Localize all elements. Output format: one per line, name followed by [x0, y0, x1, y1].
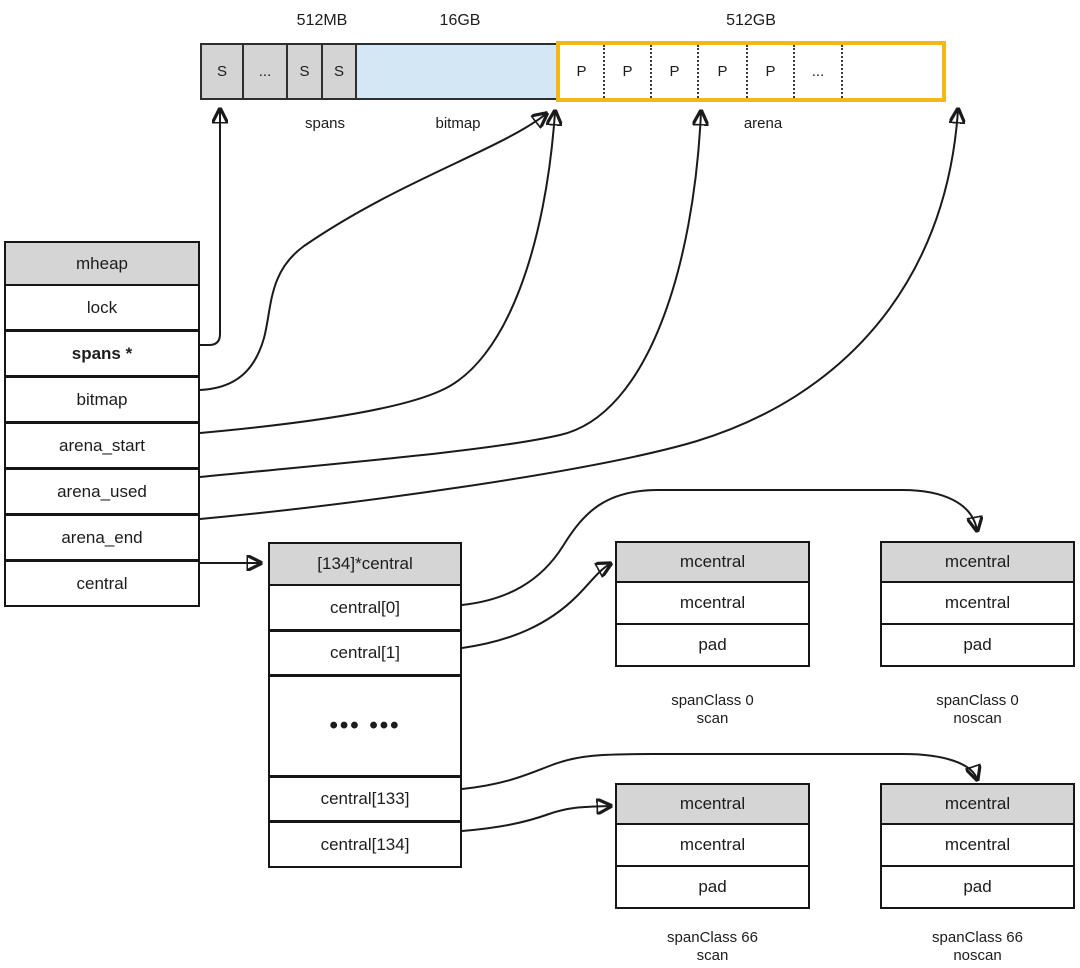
mcentral-row: mcentral: [882, 581, 1073, 623]
caption-line2: scan: [696, 947, 729, 964]
central-row-134: central[134]: [270, 820, 460, 866]
arena-page-cell: P: [699, 45, 748, 98]
pad-row: pad: [882, 623, 1073, 665]
span-cell: S: [202, 45, 244, 98]
caption-line2: noscan: [953, 947, 1002, 964]
mheap-row-bitmap: bitmap: [6, 375, 198, 421]
arrow-arena-start: [199, 112, 555, 434]
arrow-central134: [461, 806, 610, 832]
caption-line1: spanClass 0: [936, 692, 1019, 709]
arena-page-cell: P: [560, 45, 605, 98]
central-row-0: central[0]: [270, 584, 460, 629]
mcentral-row: mcentral: [882, 823, 1073, 865]
spans-section: S ... S S: [200, 43, 357, 100]
mheap-table: mheap lock spans * bitmap arena_start ar…: [4, 241, 200, 607]
central-array-header: [134]*central: [270, 544, 460, 584]
arena-page-cell: P: [652, 45, 699, 98]
arrow-arena-end: [199, 110, 958, 520]
caption-spanclass66-scan: spanClass 66 scan: [615, 929, 810, 965]
span-cell: S: [333, 63, 344, 80]
bitmap-section: [355, 43, 558, 100]
caption-line2: scan: [696, 710, 729, 727]
caption-spanclass66-noscan: spanClass 66 noscan: [880, 929, 1075, 965]
pad-row: pad: [882, 865, 1073, 907]
mheap-row-lock: lock: [6, 284, 198, 329]
mcentral-row: mcentral: [617, 823, 808, 865]
central-row-133: central[133]: [270, 775, 460, 820]
span-cell-ellipsis: ...: [244, 45, 288, 98]
mcentral-header: mcentral: [617, 785, 808, 823]
mcentral-header: mcentral: [882, 785, 1073, 823]
spans-section-label: spans: [304, 115, 346, 132]
mcentral-header: mcentral: [882, 543, 1073, 581]
spans-size-label: 512MB: [296, 12, 348, 29]
central-row-ellipsis: ••• •••: [270, 674, 460, 775]
mcentral-table-spanclass66-scan: mcentral mcentral pad: [615, 783, 810, 909]
caption-line1: spanClass 66: [932, 929, 1023, 946]
bitmap-size-label: 16GB: [439, 12, 481, 29]
mheap-header: mheap: [6, 243, 198, 284]
mcentral-table-spanclass0-noscan: mcentral mcentral pad: [880, 541, 1075, 667]
arrow-bitmap: [199, 114, 546, 391]
pad-row: pad: [617, 865, 808, 907]
mheap-row-central: central: [6, 559, 198, 605]
arena-section: P P P P P ...: [556, 41, 946, 102]
mheap-row-arena-start: arena_start: [6, 421, 198, 467]
central-row-1: central[1]: [270, 629, 460, 674]
arrow-spans: [200, 110, 220, 346]
mheap-row-arena-used: arena_used: [6, 467, 198, 513]
arrow-central1: [461, 564, 610, 649]
bitmap-section-label: bitmap: [435, 115, 481, 132]
arrow-arena-used: [199, 112, 701, 478]
arena-size-label: 512GB: [726, 12, 776, 29]
mheap-row-spans: spans *: [6, 329, 198, 375]
pad-row: pad: [617, 623, 808, 665]
arena-page-cell: P: [605, 45, 652, 98]
arena-page-cell-ellipsis: ...: [795, 45, 843, 98]
mcentral-table-spanclass66-noscan: mcentral mcentral pad: [880, 783, 1075, 909]
caption-spanclass0-noscan: spanClass 0 noscan: [880, 692, 1075, 728]
caption-spanclass0-scan: spanClass 0 scan: [615, 692, 810, 728]
caption-line2: noscan: [953, 710, 1002, 727]
mcentral-table-spanclass0-scan: mcentral mcentral pad: [615, 541, 810, 667]
arena-empty-cell: [843, 45, 942, 98]
central-array-table: [134]*central central[0] central[1] ••• …: [268, 542, 462, 868]
mheap-row-arena-end: arena_end: [6, 513, 198, 559]
span-cell: S: [288, 45, 323, 98]
mcentral-row: mcentral: [617, 581, 808, 623]
caption-line1: spanClass 66: [667, 929, 758, 946]
caption-line1: spanClass 0: [671, 692, 754, 709]
arena-section-label: arena: [743, 115, 783, 132]
arena-page-cell: P: [748, 45, 795, 98]
mcentral-header: mcentral: [617, 543, 808, 581]
